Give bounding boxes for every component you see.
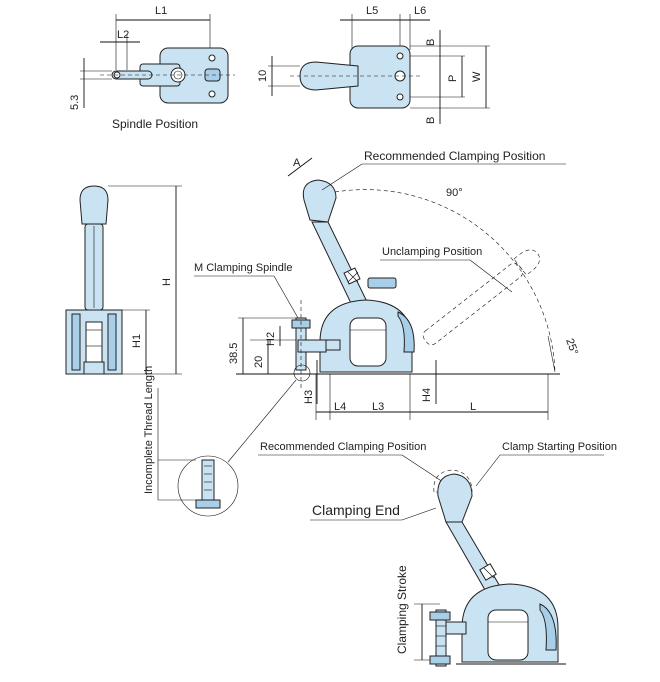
dim-B-top: B xyxy=(425,39,437,46)
dim-H3: H3 xyxy=(303,390,315,404)
dim-20: 20 xyxy=(253,356,265,368)
label-clamping-end: Clamping End xyxy=(312,502,400,518)
dim-L4: L4 xyxy=(334,401,346,413)
spindle-position-view: L1 L2 5.3 Spindle Position xyxy=(69,5,235,131)
label-recommended-clamping-2: Recommended Clamping Position xyxy=(260,441,426,453)
angle-25: 25° xyxy=(563,337,580,357)
dim-L2: L2 xyxy=(117,29,129,41)
dim-38-5: 38.5 xyxy=(228,343,240,364)
dim-L1: L1 xyxy=(155,5,167,17)
dim-L5: L5 xyxy=(366,5,378,17)
label-clamping-stroke: Clamping Stroke xyxy=(395,565,409,654)
label-incomplete-thread: Incomplete Thread Length xyxy=(143,366,155,494)
dim-L: L xyxy=(470,401,476,413)
label-clamp-starting: Clamp Starting Position xyxy=(502,441,617,453)
plan-view-right: L5 L6 10 B B P W xyxy=(257,5,490,124)
dim-H: H xyxy=(161,278,173,286)
front-view: 90° 25° A 38.5 xyxy=(228,157,580,420)
label-unclamping: Unclamping Position xyxy=(382,246,482,258)
dim-L6: L6 xyxy=(414,5,426,17)
dim-P: P xyxy=(447,75,459,82)
callouts: Recommended Clamping Position Unclamping… xyxy=(194,149,566,319)
dim-A: A xyxy=(293,157,301,169)
dim-5-3: 5.3 xyxy=(69,95,81,110)
dim-H2: H2 xyxy=(265,332,277,346)
dim-B-bottom: B xyxy=(425,117,437,124)
spindle-position-label: Spindle Position xyxy=(112,117,198,131)
dim-L3: L3 xyxy=(372,401,384,413)
dim-W: W xyxy=(471,71,483,82)
clamping-stroke-view: Recommended Clamping Position Clamp Star… xyxy=(258,441,617,667)
label-recommended-clamping: Recommended Clamping Position xyxy=(364,149,545,163)
label-m-clamping-spindle: M Clamping Spindle xyxy=(194,262,292,274)
dim-10: 10 xyxy=(257,70,269,82)
dim-H4: H4 xyxy=(421,388,433,402)
thread-detail: Incomplete Thread Length xyxy=(143,366,297,517)
angle-90: 90° xyxy=(446,187,463,199)
dim-H1: H1 xyxy=(131,334,143,348)
side-view: H H1 xyxy=(65,185,182,375)
